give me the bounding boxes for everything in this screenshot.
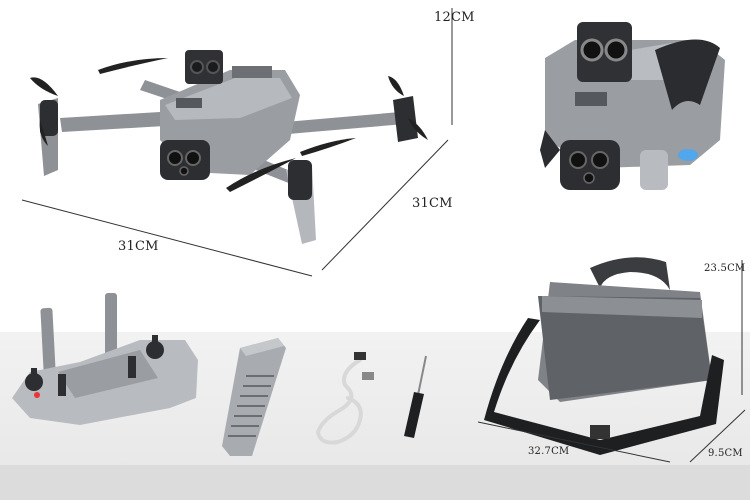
floor-shadow <box>0 465 750 500</box>
bag-depth-label: 9.5CM <box>708 448 743 459</box>
dimension-lines-bag <box>477 260 746 463</box>
drone-front-icon <box>540 22 725 190</box>
usb-cable-icon <box>315 352 374 445</box>
drone-icon <box>30 50 428 244</box>
bag-length-label: 32.7CM <box>528 446 570 457</box>
depth-line <box>321 139 449 271</box>
width-line <box>21 199 313 277</box>
drone-height-label: 12CM <box>434 10 475 25</box>
drone-width-label: 31CM <box>118 239 159 254</box>
drone-depth-label: 31CM <box>412 196 453 211</box>
bag-length-line <box>477 421 671 463</box>
dimension-lines-drone <box>21 8 453 277</box>
remote-controller-icon <box>12 293 198 425</box>
screwdriver-icon <box>404 355 427 438</box>
battery-icon <box>222 338 286 456</box>
bag-depth-line <box>689 409 746 463</box>
carry-bag-icon <box>484 257 724 455</box>
bag-height-label: 23.5CM <box>704 263 746 274</box>
